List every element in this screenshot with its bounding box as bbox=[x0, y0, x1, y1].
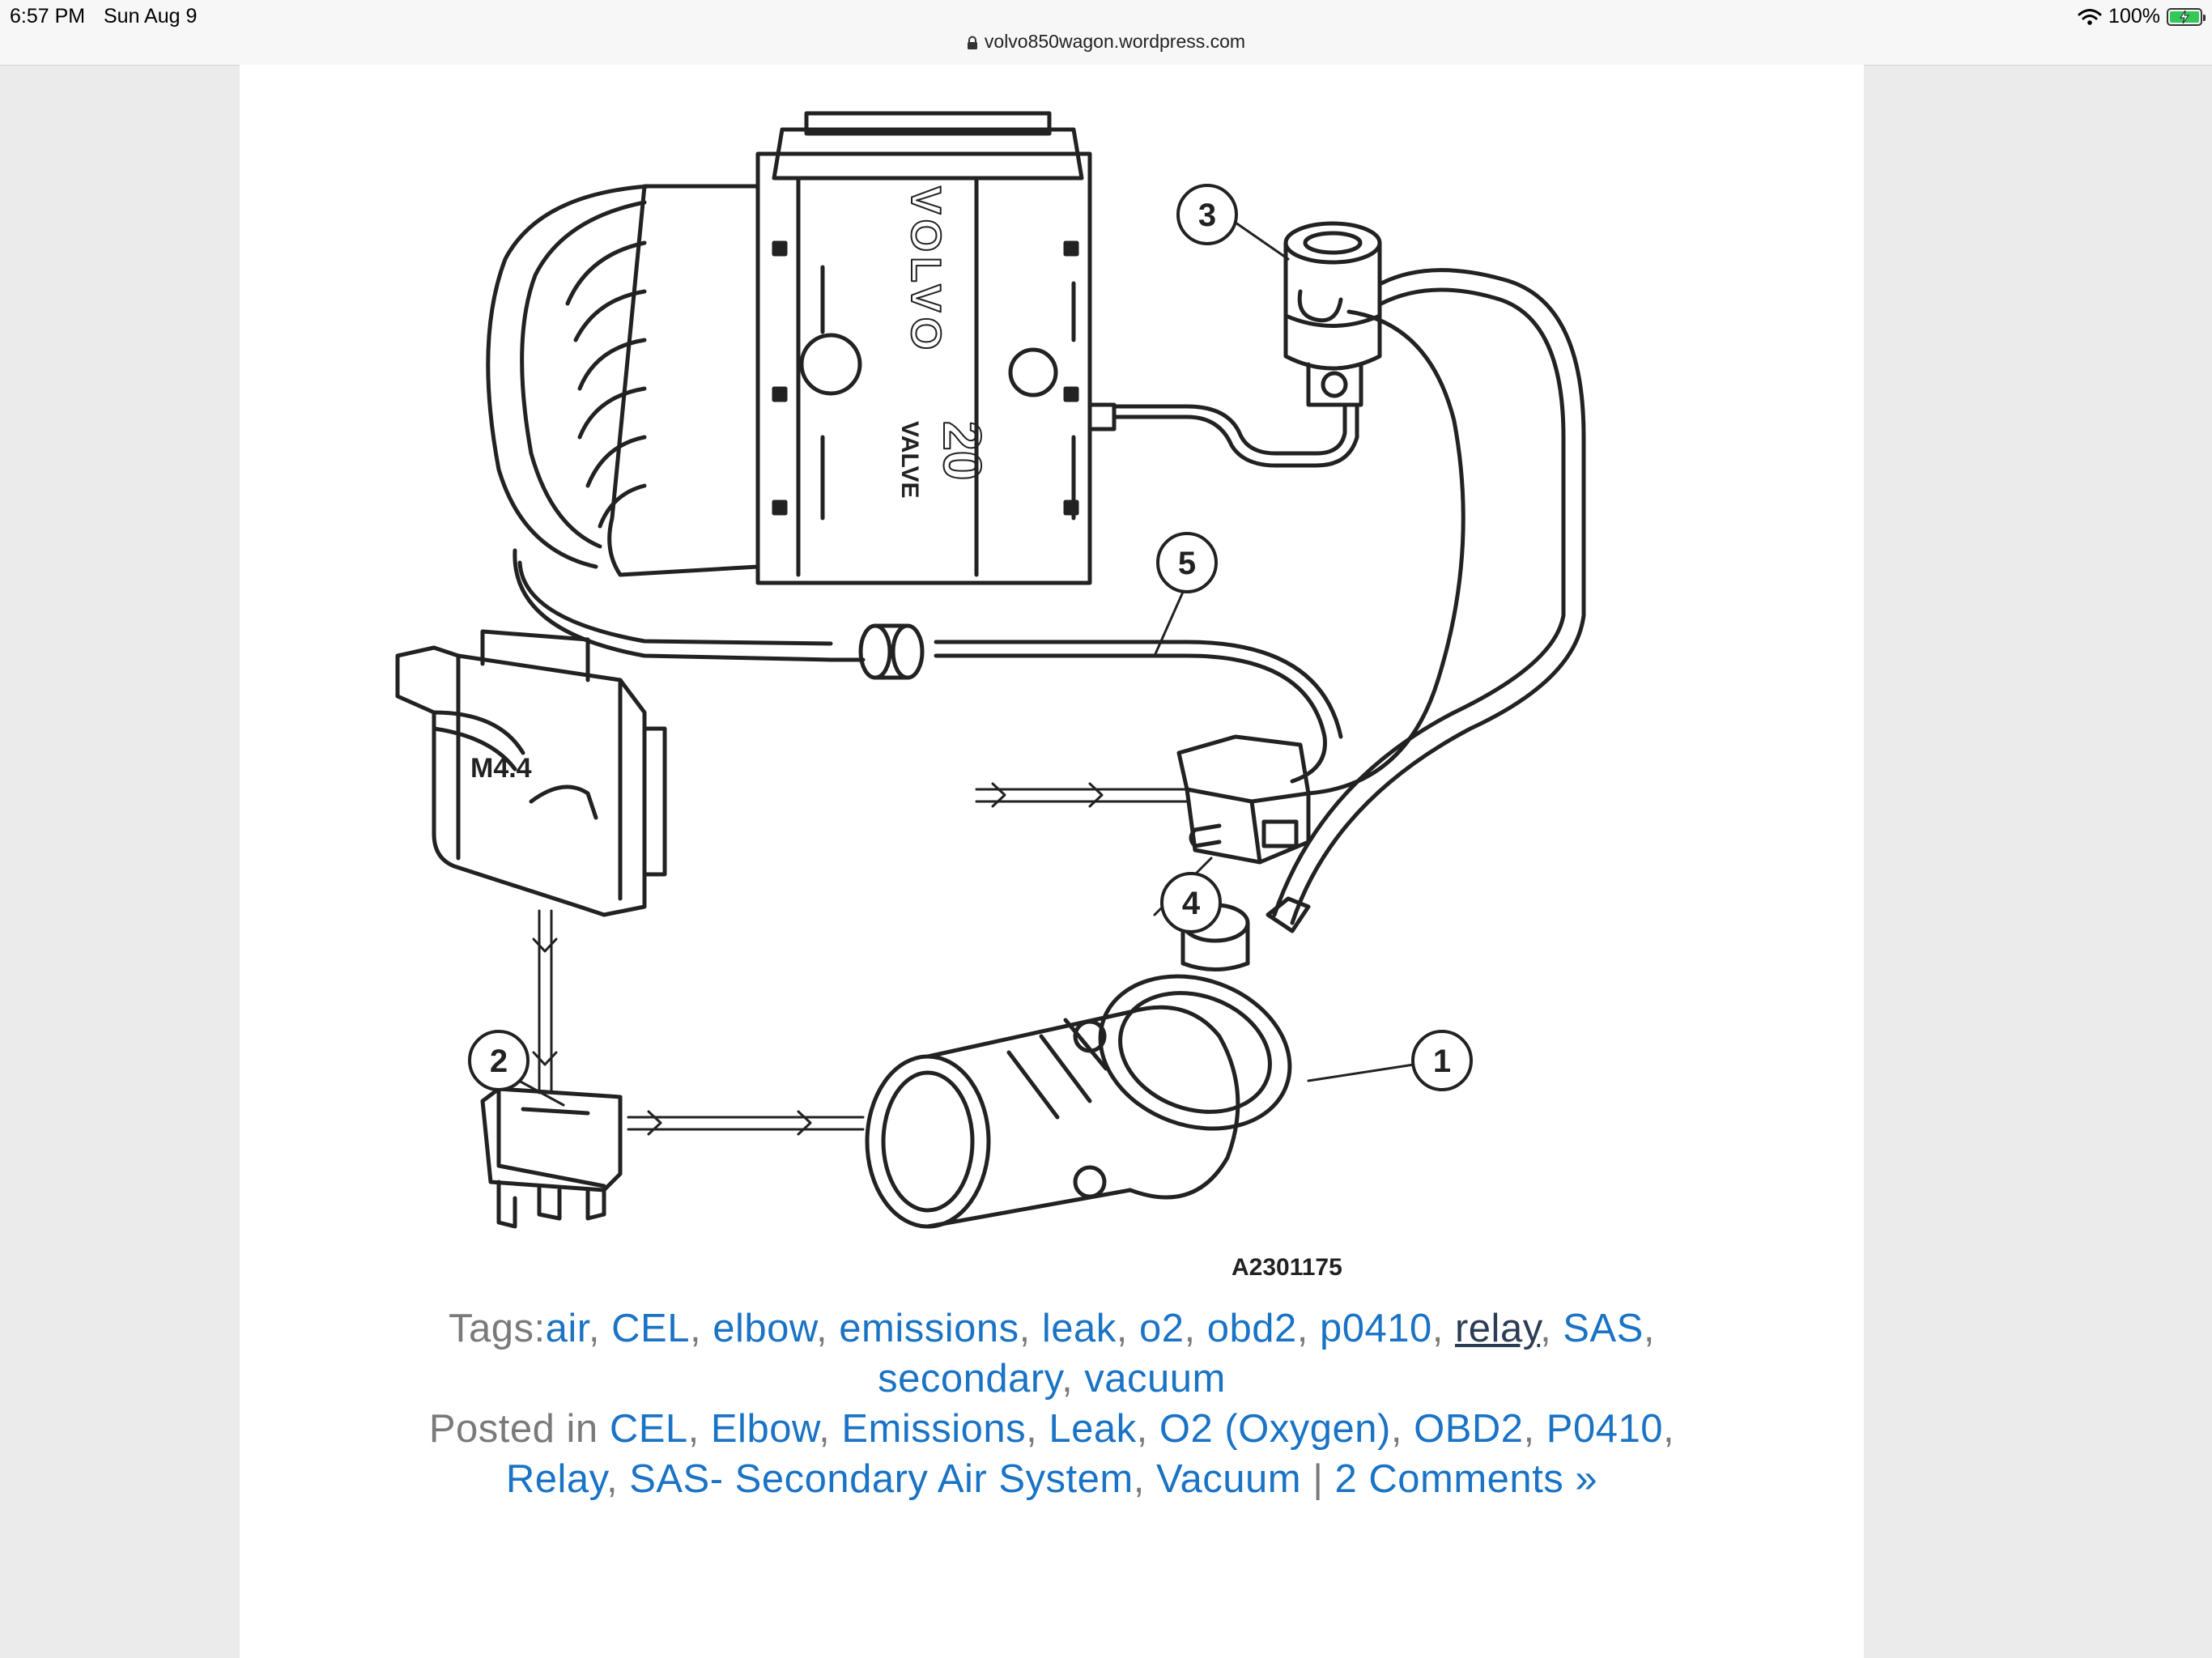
callout-5 bbox=[1156, 532, 1218, 593]
category-link[interactable]: OBD2 bbox=[1414, 1407, 1524, 1451]
comments-link[interactable]: 2 Comments » bbox=[1334, 1457, 1598, 1501]
tag-link[interactable]: p0410 bbox=[1319, 1307, 1432, 1350]
page-content: VOLVO 20 VALVE bbox=[240, 65, 1864, 1658]
engine-valve-cover bbox=[486, 111, 1117, 585]
callout-4 bbox=[1160, 872, 1222, 933]
callouts bbox=[468, 184, 1473, 1091]
ecu-label: M4.4 bbox=[470, 753, 532, 784]
tag-link[interactable]: leak bbox=[1041, 1307, 1117, 1350]
status-right: 100% bbox=[2078, 5, 2206, 28]
engine-valve-word: VALVE bbox=[896, 421, 923, 499]
tag-link[interactable]: CEL bbox=[611, 1307, 690, 1350]
tag-link[interactable]: obd2 bbox=[1206, 1307, 1297, 1350]
wifi-icon bbox=[2078, 8, 2102, 25]
address-bar[interactable]: volvo850wagon.wordpress.com bbox=[0, 31, 2212, 53]
callout-1-label: 1 bbox=[1433, 1044, 1451, 1079]
category-link[interactable]: P0410 bbox=[1546, 1407, 1663, 1451]
engine-brand-text: VOLVO bbox=[902, 186, 949, 355]
category-link[interactable]: Vacuum bbox=[1155, 1457, 1302, 1501]
tag-link[interactable]: o2 bbox=[1138, 1307, 1185, 1350]
tag-link[interactable]: emissions bbox=[839, 1307, 1019, 1350]
post-meta: Tags:air, CEL, elbow, emissions, leak, o… bbox=[240, 1303, 1864, 1504]
callout-3 bbox=[1176, 184, 1238, 245]
category-link[interactable]: Elbow bbox=[710, 1407, 819, 1451]
callout-4-label: 4 bbox=[1182, 886, 1201, 921]
air-pump bbox=[865, 896, 1311, 1229]
category-link[interactable]: SAS- Secondary Air System bbox=[629, 1457, 1134, 1501]
check-valve bbox=[1283, 221, 1382, 407]
charging-bolt-icon bbox=[2180, 10, 2189, 23]
tags-line: Tags:air, CEL, elbow, emissions, leak, o… bbox=[449, 1307, 1655, 1401]
category-link[interactable]: CEL bbox=[609, 1407, 688, 1451]
category-link[interactable]: O2 (Oxygen) bbox=[1159, 1407, 1391, 1451]
figure-id: A2301175 bbox=[1231, 1254, 1342, 1281]
tag-link[interactable]: vacuum bbox=[1084, 1357, 1226, 1401]
callout-5-label: 5 bbox=[1178, 546, 1196, 581]
status-date: Sun Aug 9 bbox=[104, 5, 198, 28]
posted-prefix: Posted in bbox=[428, 1407, 598, 1451]
posted-in-line: Posted in CEL, Elbow, Emissions, Leak, O… bbox=[428, 1407, 1675, 1501]
url-text: volvo850wagon.wordpress.com bbox=[984, 31, 1246, 52]
status-time: 6:57 PM bbox=[10, 5, 86, 28]
category-link[interactable]: Relay bbox=[505, 1457, 606, 1501]
callout-3-label: 3 bbox=[1198, 198, 1216, 233]
meta-separator: | bbox=[1312, 1457, 1324, 1501]
tag-link[interactable]: elbow bbox=[713, 1307, 817, 1350]
ecu-module bbox=[395, 629, 667, 917]
tag-link[interactable]: secondary bbox=[878, 1357, 1062, 1401]
lock-icon bbox=[967, 36, 977, 49]
category-link[interactable]: Emissions bbox=[841, 1407, 1027, 1451]
tags-prefix: Tags: bbox=[449, 1307, 546, 1350]
category-link[interactable]: Leak bbox=[1049, 1407, 1137, 1451]
vacuum-filter bbox=[858, 623, 925, 680]
status-bar: 6:57 PM Sun Aug 9 volvo850wagon.wordpres… bbox=[0, 0, 2212, 66]
relay bbox=[480, 1086, 623, 1229]
callout-2 bbox=[468, 1030, 530, 1091]
callout-2-label: 2 bbox=[490, 1044, 508, 1079]
tag-link[interactable]: SAS bbox=[1563, 1307, 1644, 1350]
engine-valve-number: 20 bbox=[933, 421, 993, 480]
battery-icon bbox=[2167, 7, 2206, 26]
battery-percent: 100% bbox=[2108, 5, 2160, 28]
tag-link[interactable]: air bbox=[545, 1307, 589, 1350]
sas-diagram: VOLVO 20 VALVE bbox=[395, 111, 1586, 1281]
solenoid-valve bbox=[1176, 734, 1311, 865]
callout-1 bbox=[1411, 1030, 1473, 1091]
tag-link[interactable]: relay bbox=[1454, 1307, 1541, 1350]
